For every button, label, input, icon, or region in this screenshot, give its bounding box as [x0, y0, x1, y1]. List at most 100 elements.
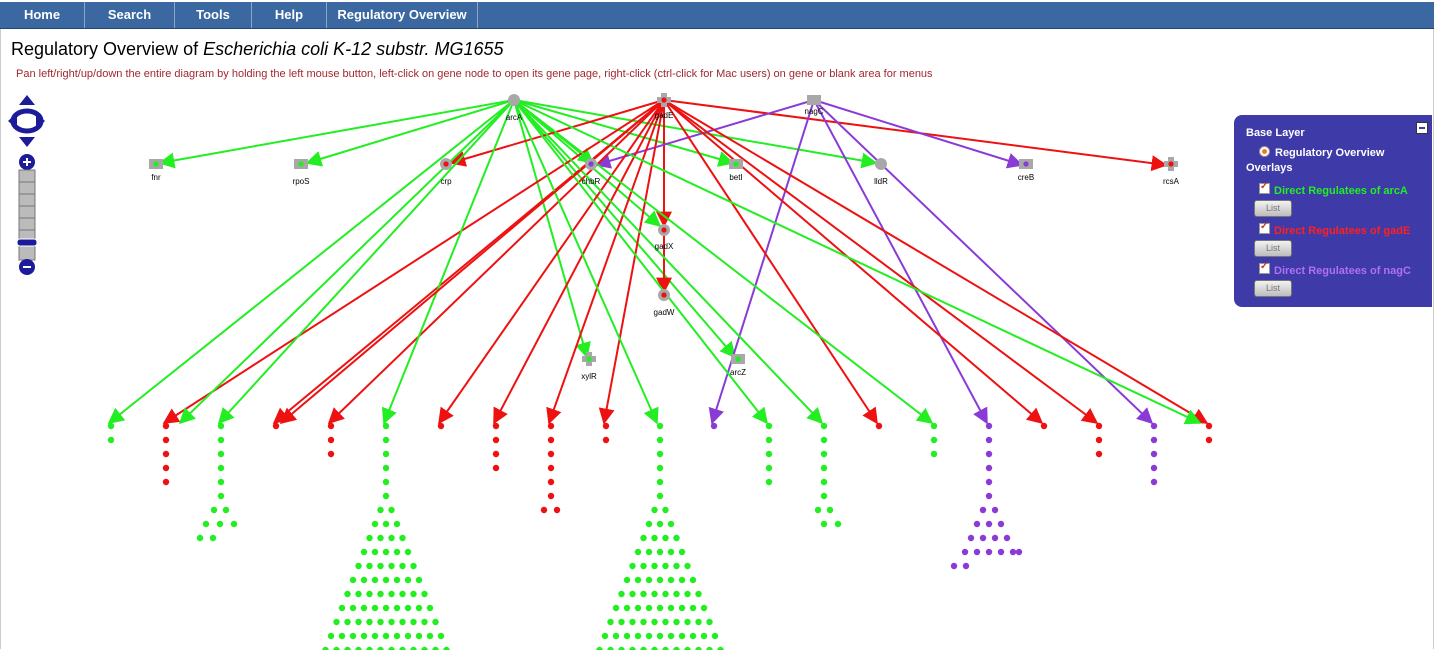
target-gene-node[interactable]: [612, 604, 620, 612]
target-gene-node[interactable]: [985, 422, 993, 430]
target-gene-node[interactable]: [327, 450, 335, 458]
target-gene-node[interactable]: [540, 506, 548, 514]
target-gene-node[interactable]: [349, 604, 357, 612]
gene-label-gadW[interactable]: gadW: [654, 308, 675, 317]
target-gene-node[interactable]: [1095, 436, 1103, 444]
target-gene-node[interactable]: [404, 632, 412, 640]
target-gene-node[interactable]: [834, 520, 842, 528]
target-gene-node[interactable]: [985, 478, 993, 486]
target-gene-node[interactable]: [930, 422, 938, 430]
target-gene-node[interactable]: [765, 422, 773, 430]
gene-node-betI[interactable]: [729, 159, 743, 169]
target-gene-node[interactable]: [629, 646, 636, 650]
target-gene-node[interactable]: [656, 576, 664, 584]
target-gene-node[interactable]: [209, 534, 217, 542]
target-gene-node[interactable]: [360, 604, 368, 612]
target-gene-node[interactable]: [684, 590, 691, 598]
target-gene-node[interactable]: [962, 562, 970, 570]
target-gene-node[interactable]: [393, 548, 401, 556]
target-gene-node[interactable]: [765, 450, 773, 458]
target-gene-node[interactable]: [437, 422, 445, 430]
target-gene-node[interactable]: [217, 492, 225, 500]
target-gene-node[interactable]: [634, 548, 642, 556]
target-gene-node[interactable]: [393, 576, 401, 584]
target-gene-node[interactable]: [656, 436, 664, 444]
target-gene-node[interactable]: [210, 506, 218, 514]
target-gene-node[interactable]: [344, 590, 351, 598]
target-gene-node[interactable]: [443, 646, 450, 650]
target-gene-node[interactable]: [645, 604, 653, 612]
target-gene-node[interactable]: [629, 590, 636, 598]
target-gene-node[interactable]: [640, 590, 647, 598]
target-gene-node[interactable]: [230, 520, 238, 528]
target-gene-node[interactable]: [820, 464, 828, 472]
target-gene-node[interactable]: [667, 632, 675, 640]
target-gene-node[interactable]: [327, 422, 335, 430]
target-gene-node[interactable]: [656, 478, 664, 486]
target-gene-node[interactable]: [645, 576, 653, 584]
target-gene-node[interactable]: [820, 450, 828, 458]
target-gene-node[interactable]: [1150, 422, 1158, 430]
pan-arrows-icon[interactable]: [8, 95, 45, 147]
gene-label-gadX[interactable]: gadX: [655, 242, 674, 251]
target-gene-node[interactable]: [601, 632, 609, 640]
target-gene-node[interactable]: [706, 618, 713, 626]
target-gene-node[interactable]: [272, 422, 280, 430]
target-gene-node[interactable]: [678, 632, 686, 640]
target-gene-node[interactable]: [202, 520, 210, 528]
target-gene-node[interactable]: [410, 562, 417, 570]
target-gene-node[interactable]: [388, 506, 395, 514]
base-layer-option[interactable]: Regulatory Overview: [1275, 147, 1385, 159]
target-gene-node[interactable]: [673, 562, 680, 570]
target-gene-node[interactable]: [710, 422, 718, 430]
gene-node-creB[interactable]: [1019, 159, 1033, 169]
target-gene-node[interactable]: [662, 618, 669, 626]
menu-tools[interactable]: Tools: [175, 2, 252, 28]
target-gene-node[interactable]: [765, 436, 773, 444]
target-gene-node[interactable]: [700, 604, 708, 612]
overlay-nagC-label[interactable]: Direct Regulatees of nagC: [1274, 265, 1411, 277]
target-gene-node[interactable]: [382, 492, 390, 500]
target-gene-node[interactable]: [651, 506, 658, 514]
target-gene-node[interactable]: [717, 646, 724, 650]
target-gene-node[interactable]: [547, 492, 555, 500]
target-gene-node[interactable]: [377, 590, 384, 598]
gene-label-creB[interactable]: creB: [1018, 173, 1034, 182]
target-gene-node[interactable]: [991, 506, 999, 514]
overlay-gadE-list-button[interactable]: List: [1254, 240, 1292, 257]
target-gene-node[interactable]: [640, 646, 647, 650]
target-gene-node[interactable]: [1095, 422, 1103, 430]
target-gene-node[interactable]: [421, 618, 428, 626]
target-gene-node[interactable]: [162, 436, 170, 444]
gene-node-gadE[interactable]: [657, 93, 671, 107]
target-gene-node[interactable]: [623, 604, 631, 612]
target-gene-node[interactable]: [640, 562, 647, 570]
target-gene-node[interactable]: [217, 450, 225, 458]
target-gene-node[interactable]: [382, 604, 390, 612]
target-gene-node[interactable]: [553, 506, 561, 514]
target-gene-node[interactable]: [382, 464, 390, 472]
gene-label-fnr[interactable]: fnr: [151, 173, 161, 182]
overlay-nagC-list-button[interactable]: List: [1254, 280, 1292, 297]
target-gene-node[interactable]: [656, 492, 664, 500]
target-gene-node[interactable]: [1150, 464, 1158, 472]
target-gene-node[interactable]: [399, 618, 406, 626]
target-gene-node[interactable]: [338, 632, 346, 640]
target-gene-node[interactable]: [415, 604, 423, 612]
target-gene-node[interactable]: [662, 562, 669, 570]
target-gene-node[interactable]: [217, 436, 225, 444]
target-gene-node[interactable]: [437, 632, 445, 640]
target-gene-node[interactable]: [607, 646, 614, 650]
target-gene-node[interactable]: [985, 464, 993, 472]
target-gene-node[interactable]: [360, 548, 368, 556]
overlay-nagC-checkbox[interactable]: [1259, 261, 1270, 274]
target-gene-node[interactable]: [629, 562, 636, 570]
target-gene-node[interactable]: [979, 534, 987, 542]
target-gene-node[interactable]: [399, 646, 406, 650]
target-gene-node[interactable]: [596, 646, 603, 650]
target-gene-node[interactable]: [950, 562, 958, 570]
target-gene-node[interactable]: [410, 590, 417, 598]
target-gene-node[interactable]: [382, 632, 390, 640]
target-gene-node[interactable]: [492, 464, 500, 472]
target-gene-node[interactable]: [662, 534, 669, 542]
